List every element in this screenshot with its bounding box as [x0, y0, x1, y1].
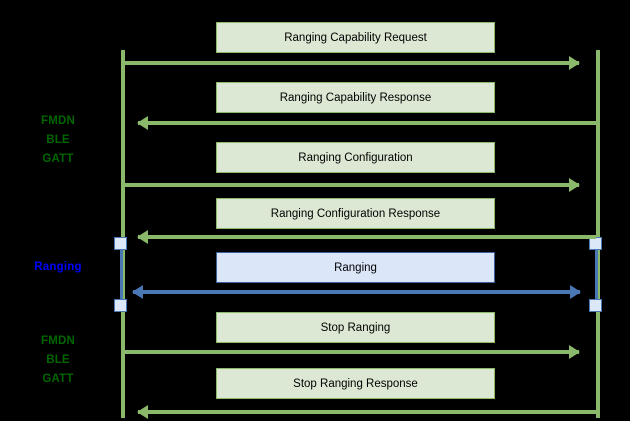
right-lifeline: [596, 50, 600, 418]
message-box-ranging: Ranging: [216, 252, 495, 283]
message-box-ranging-capability-response: Ranging Capability Response: [216, 82, 495, 113]
phase-label-fmdn-ble-gatt-bottom: FMDN BLE GATT: [40, 335, 75, 385]
arrow-shaft: [138, 410, 596, 414]
message-arrow-ranging-configuration-response: [137, 230, 596, 244]
left-lifeline: [121, 50, 125, 418]
arrow-head-right-icon: [569, 178, 580, 192]
arrow-head-right-icon: [569, 345, 580, 359]
message-arrow-ranging-capability-request: [123, 56, 580, 70]
message-arrow-ranging-configuration: [123, 178, 580, 192]
arrow-head-left-icon: [137, 116, 148, 130]
message-box-ranging-configuration: Ranging Configuration: [216, 142, 495, 173]
message-box-ranging-configuration-response: Ranging Configuration Response: [216, 198, 495, 229]
execution-marker-right-bottom: [589, 299, 602, 312]
message-box-stop-ranging-response: Stop Ranging Response: [216, 368, 495, 399]
phase-label-fmdn-ble-gatt-top: FMDN BLE GATT: [40, 115, 75, 165]
message-box-ranging-capability-request: Ranging Capability Request: [216, 22, 495, 53]
message-arrow-stop-ranging: [123, 345, 580, 359]
arrow-head-right-icon: [570, 285, 581, 299]
message-box-stop-ranging: Stop Ranging: [216, 312, 495, 343]
arrow-shaft: [138, 121, 596, 125]
blue-lifeline-segment-right: [595, 243, 598, 305]
message-arrow-stop-ranging-response: [137, 405, 596, 419]
execution-marker-left-bottom: [114, 299, 127, 312]
blue-lifeline-segment-left: [120, 243, 123, 305]
arrow-shaft: [123, 350, 579, 354]
arrow-head-left-icon: [137, 230, 148, 244]
arrow-shaft: [123, 183, 579, 187]
execution-marker-left-top: [114, 237, 127, 250]
message-arrow-ranging-right: [133, 285, 581, 299]
phase-label-ranging: Ranging: [34, 261, 82, 273]
arrow-shaft: [123, 61, 579, 65]
arrow-head-left-icon: [137, 405, 148, 419]
arrow-shaft: [133, 290, 580, 294]
arrow-shaft: [138, 235, 596, 239]
message-arrow-ranging-capability-response: [137, 116, 596, 130]
arrow-head-right-icon: [569, 56, 580, 70]
